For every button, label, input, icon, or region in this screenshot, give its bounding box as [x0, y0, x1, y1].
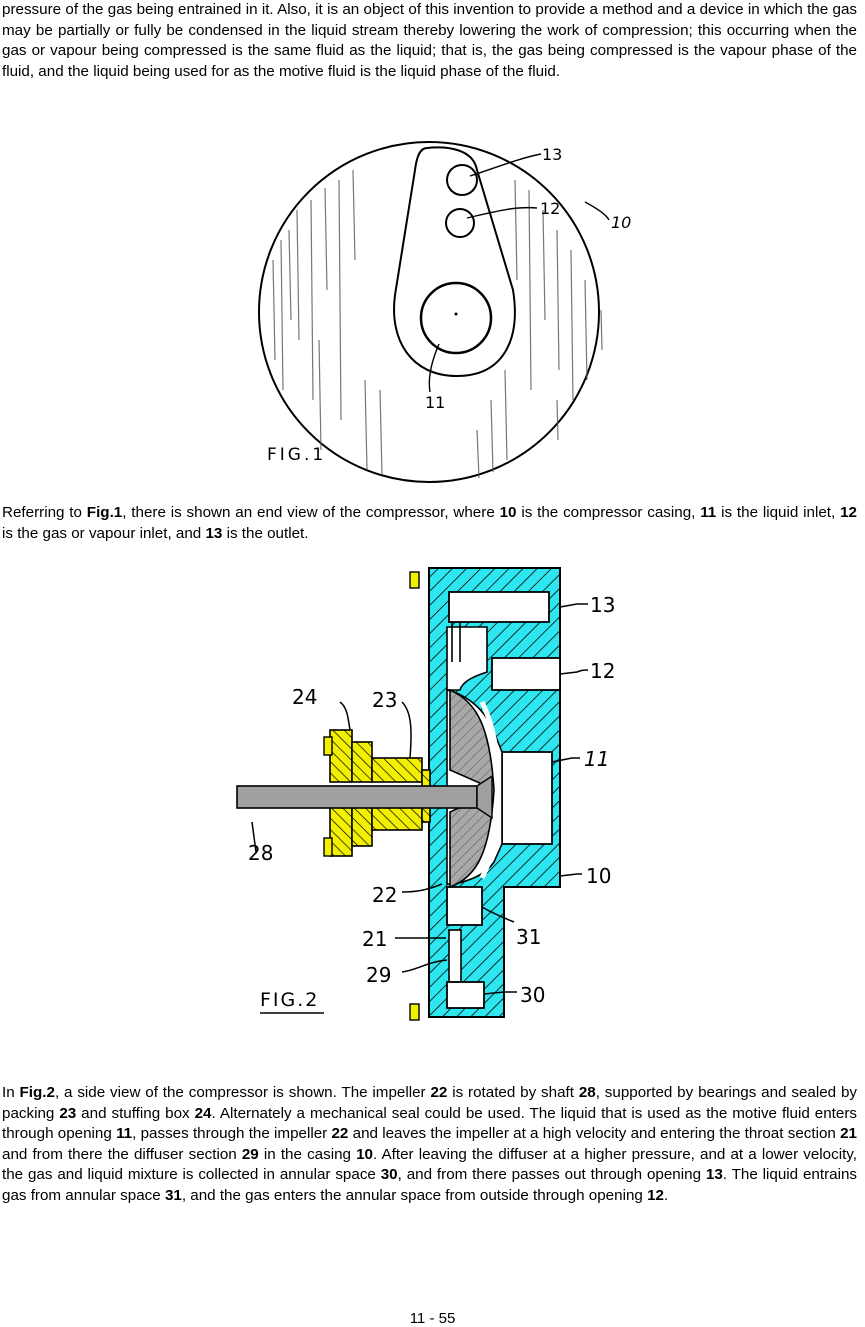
label-23: 23 [372, 688, 397, 712]
text-run: . After leaving the diffuser at a higher… [2, 1145, 857, 1184]
figure-1-end-view: 13 12 10 11 FIG.1 [258, 141, 631, 483]
label-13: 13 [590, 593, 615, 617]
text-run: is the compressor casing, [516, 504, 701, 521]
text-run: and leaves the impeller at a high veloci… [348, 1125, 841, 1143]
reference-number: 29 [241, 1145, 259, 1163]
shaft [236, 774, 493, 820]
label-10: 10 [586, 864, 611, 888]
reference-number: Fig.1 [86, 504, 123, 521]
text-run: and from there the diffuser section [2, 1145, 242, 1163]
intro-paragraph: pressure of the gas being entrained in i… [2, 1, 857, 80]
text-run: in the casing [258, 1145, 357, 1163]
label-10: 10 [611, 213, 631, 232]
text-run: , a side view of the compressor is shown… [54, 1084, 431, 1101]
reference-number: 31 [164, 1186, 182, 1204]
figure-2-caption: FIG.2 [260, 989, 319, 1011]
reference-number: 23 [59, 1104, 77, 1122]
label-21: 21 [362, 927, 387, 951]
leader-lines [428, 153, 610, 393]
text-run: is the liquid inlet, [716, 504, 841, 521]
reference-number: Fig.2 [19, 1084, 55, 1101]
page-number: 11 - 55 [409, 1310, 456, 1327]
figure-1-description: Referring to Fig.1, there is shown an en… [2, 503, 857, 544]
label-24: 24 [292, 685, 317, 709]
label-22: 22 [372, 883, 397, 907]
text-run: . [663, 1186, 669, 1204]
text-run: , there is shown an end view of the comp… [122, 504, 500, 521]
figure-2-description: In Fig.2, a side view of the compressor … [2, 1083, 857, 1207]
label-29: 29 [366, 963, 391, 987]
reference-number: 10 [356, 1145, 374, 1163]
reference-number: 30 [380, 1166, 398, 1184]
reference-number: 13 [705, 1166, 723, 1184]
reference-number: 12 [647, 1186, 664, 1204]
leader-lines [251, 603, 589, 995]
figure-1-caption: FIG.1 [267, 445, 326, 465]
reference-number: 24 [194, 1104, 212, 1122]
reference-number: 21 [840, 1125, 857, 1143]
text-run: , passes through the impeller [132, 1125, 332, 1143]
figure-2-side-view: 13 12 11 10 24 23 28 22 21 31 29 30 FIG.… [236, 567, 615, 1021]
reference-number: 11 [700, 504, 717, 521]
label-13: 13 [542, 145, 562, 164]
label-12: 12 [540, 199, 560, 218]
text-run: Referring to [2, 504, 87, 521]
reference-number: 10 [499, 504, 517, 521]
label-11: 11 [425, 393, 445, 412]
text-run: In [2, 1084, 20, 1101]
text-run: is the gas or vapour inlet, and [2, 524, 206, 542]
reference-number: 22 [331, 1125, 349, 1143]
label-28: 28 [248, 841, 273, 865]
label-31: 31 [516, 925, 541, 949]
reference-number: 28 [578, 1084, 596, 1101]
text-run: , and the gas enters the annular space f… [181, 1186, 648, 1204]
packing-and-stuffing-box [323, 571, 431, 1021]
reference-number: 22 [430, 1084, 448, 1101]
outlet-cover-plate [393, 146, 516, 378]
reference-number: 12 [840, 504, 857, 521]
text-run: and stuffing box [76, 1104, 195, 1122]
reference-number: 13 [205, 524, 223, 542]
text-run: , supported by bearings and sealed by pa… [2, 1084, 857, 1122]
text-run: , and from there passes out through open… [397, 1166, 706, 1184]
text-run: is rotated by shaft [447, 1084, 579, 1101]
text-run: . Alternately a mechanical seal could be… [2, 1104, 857, 1143]
text-run: . The liquid entrains gas from annular s… [2, 1166, 857, 1204]
label-30: 30 [520, 983, 545, 1007]
reference-number: 11 [116, 1125, 133, 1143]
text-run: is the outlet. [222, 524, 309, 542]
label-11: 11 [584, 747, 609, 771]
label-12: 12 [590, 659, 615, 683]
